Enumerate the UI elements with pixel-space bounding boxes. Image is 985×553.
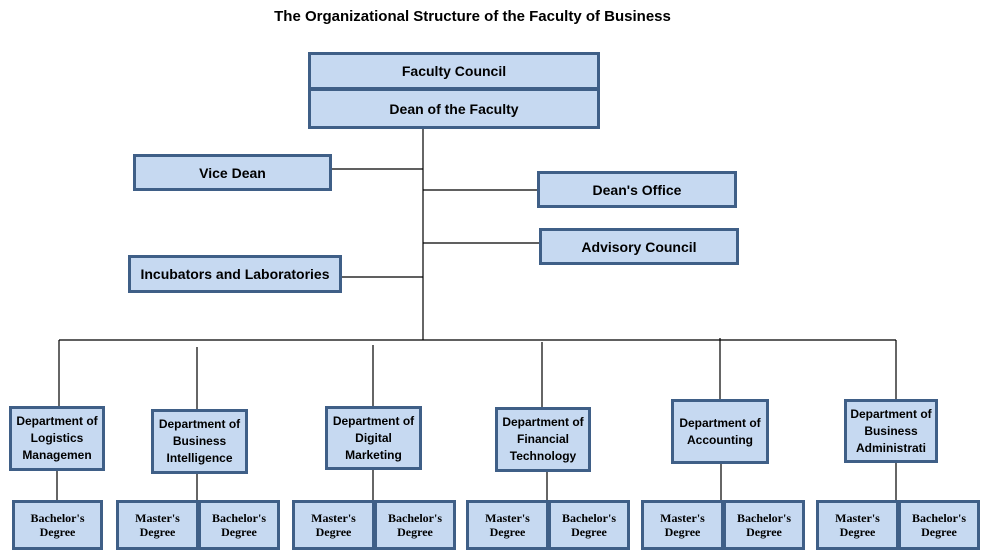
- department-label: Department of Logistics Managemen: [16, 414, 98, 462]
- advisory-council-box: Advisory Council: [539, 228, 739, 265]
- degree-label: Master's Degree: [660, 511, 705, 539]
- department-label: Department of Digital Marketing: [332, 413, 415, 462]
- degree-box: Master's Degree: [466, 500, 549, 550]
- chart-title: The Organizational Structure of the Facu…: [274, 8, 671, 25]
- vice-dean-box: Vice Dean: [133, 154, 332, 191]
- degree-label: Master's Degree: [485, 511, 530, 539]
- degree-box: Bachelor's Degree: [198, 500, 280, 550]
- department-label: Department of Accounting: [679, 415, 761, 447]
- deans-office-label: Dean's Office: [592, 181, 682, 198]
- degree-box: Master's Degree: [816, 500, 899, 550]
- department-box-accounting: Department of Accounting: [671, 399, 769, 464]
- degree-label: Bachelor's Degree: [912, 511, 966, 539]
- department-label: Department of Business Administrati: [850, 406, 932, 455]
- degree-box: Bachelor's Degree: [898, 500, 980, 550]
- degree-label: Bachelor's Degree: [562, 511, 616, 539]
- degree-label: Bachelor's Degree: [30, 511, 85, 539]
- department-box-digital-marketing: Department of Digital Marketing: [325, 406, 422, 470]
- degree-label: Bachelor's Degree: [388, 511, 442, 539]
- degree-label: Master's Degree: [135, 511, 180, 539]
- department-box-business-administration: Department of Business Administrati: [844, 399, 938, 463]
- incubators-label: Incubators and Laboratories: [140, 266, 330, 282]
- dean-box: Dean of the Faculty: [308, 88, 600, 129]
- degree-box: Master's Degree: [292, 500, 375, 550]
- vice-dean-label: Vice Dean: [199, 164, 266, 181]
- degree-label: Master's Degree: [311, 511, 356, 539]
- degree-box: Bachelor's Degree: [548, 500, 630, 550]
- degree-box: Bachelor's Degree: [12, 500, 103, 550]
- deans-office-box: Dean's Office: [537, 171, 737, 208]
- faculty-council-label: Faculty Council: [401, 63, 507, 79]
- degree-label: Bachelor's Degree: [212, 511, 266, 539]
- degree-box: Bachelor's Degree: [723, 500, 805, 550]
- incubators-box: Incubators and Laboratories: [128, 255, 342, 293]
- department-box-financial-technology: Department of Financial Technology: [495, 407, 591, 472]
- degree-box: Master's Degree: [116, 500, 199, 550]
- degree-box: Bachelor's Degree: [374, 500, 456, 550]
- degree-box: Master's Degree: [641, 500, 724, 550]
- degree-label: Bachelor's Degree: [737, 511, 791, 539]
- department-box-business-intelligence: Department of Business Intelligence: [151, 409, 248, 474]
- department-label: Department of Business Intelligence: [158, 417, 241, 465]
- degree-label: Master's Degree: [835, 511, 880, 539]
- dean-label: Dean of the Faculty: [389, 100, 519, 117]
- department-label: Department of Financial Technology: [502, 415, 584, 463]
- faculty-council-box: Faculty Council: [308, 52, 600, 90]
- department-box-logistics: Department of Logistics Managemen: [9, 406, 105, 471]
- advisory-council-label: Advisory Council: [581, 238, 697, 255]
